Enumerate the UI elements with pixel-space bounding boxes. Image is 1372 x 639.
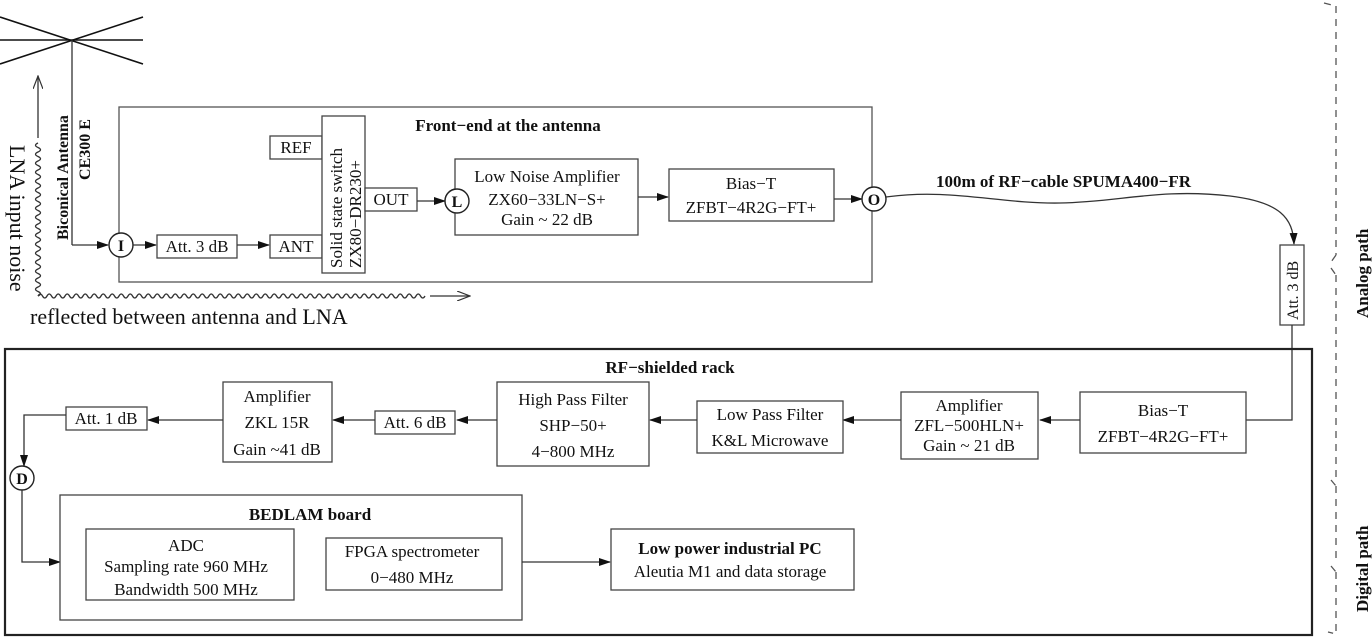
svg-text:Low Pass Filter: Low Pass Filter — [717, 405, 824, 424]
svg-text:Sampling rate 960 MHz: Sampling rate 960 MHz — [104, 557, 268, 576]
noise-path — [36, 76, 471, 298]
svg-text:Bias−T: Bias−T — [726, 174, 777, 193]
svg-text:ANT: ANT — [279, 237, 315, 256]
noise-horizontal-label: reflected between antenna and LNA — [30, 304, 348, 329]
svg-text:0−480 MHz: 0−480 MHz — [371, 568, 454, 587]
amplifier-zkl: Amplifier ZKL 15R Gain ~41 dB — [222, 381, 333, 463]
rf-cable — [885, 192, 1298, 245]
noise-vertical-label: LNA input noise — [5, 145, 30, 292]
frontend-title: Front−end at the antenna — [415, 116, 601, 135]
attenuator-1db: Att. 1 dB — [65, 406, 148, 431]
svg-text:ZX80−DR230+: ZX80−DR230+ — [346, 160, 365, 268]
node-l-label: L — [452, 194, 463, 211]
amplifier-zfl: Amplifier ZFL−500HLN+ Gain ~ 21 dB — [900, 391, 1039, 460]
svg-text:ADC: ADC — [168, 536, 204, 555]
port-out: OUT — [364, 187, 418, 212]
svg-text:Att. 6 dB: Att. 6 dB — [384, 413, 447, 432]
low-noise-amplifier: Low Noise Amplifier ZX60−33LN−S+ Gain ~ … — [454, 158, 639, 236]
svg-text:Gain ~ 21 dB: Gain ~ 21 dB — [923, 436, 1015, 455]
svg-text:Low power industrial PC: Low power industrial PC — [638, 539, 821, 558]
analog-path-label: Analog path — [1353, 228, 1372, 318]
svg-text:Gain ~41 dB: Gain ~41 dB — [233, 440, 321, 459]
svg-text:K&L Microwave: K&L Microwave — [712, 431, 829, 450]
analog-path-brace — [1323, 2, 1337, 480]
high-pass-filter: High Pass Filter SHP−50+ 4−800 MHz — [496, 381, 650, 467]
svg-text:I: I — [118, 238, 124, 255]
attenuator-6db: Att. 6 dB — [374, 410, 456, 435]
svg-text:ZFBT−4R2G−FT+: ZFBT−4R2G−FT+ — [686, 198, 817, 217]
rf-shielded-rack — [3, 347, 1314, 637]
node-o: O — [861, 186, 887, 212]
svg-text:ZFBT−4R2G−FT+: ZFBT−4R2G−FT+ — [1098, 427, 1229, 446]
biconical-antenna-icon — [0, 16, 144, 245]
svg-text:4−800 MHz: 4−800 MHz — [532, 442, 615, 461]
svg-text:Aleutia M1 and data storage: Aleutia M1 and data storage — [634, 562, 827, 581]
svg-text:O: O — [868, 192, 880, 209]
attenuator-3db-cable: Att. 3 dB — [1279, 244, 1305, 326]
svg-text:OUT: OUT — [374, 190, 410, 209]
rack-bias-t: Bias−T ZFBT−4R2G−FT+ — [1079, 391, 1247, 454]
port-ant: ANT — [269, 234, 323, 259]
cable-label: 100m of RF−cable SPUMA400−FR — [936, 172, 1192, 191]
svg-text:Gain ~ 22 dB: Gain ~ 22 dB — [501, 210, 593, 229]
svg-text:High Pass Filter: High Pass Filter — [518, 390, 628, 409]
low-pass-filter: Low Pass Filter K&L Microwave — [696, 400, 844, 454]
node-d: D — [9, 465, 35, 491]
svg-text:Att. 3 dB: Att. 3 dB — [1285, 261, 1302, 320]
node-i: I — [108, 232, 134, 258]
svg-text:FPGA spectrometer: FPGA spectrometer — [345, 542, 480, 561]
fpga-spectrometer: FPGA spectrometer 0−480 MHz — [325, 537, 503, 591]
antenna-model: CE300 E — [77, 119, 94, 180]
svg-text:ZX60−33LN−S+: ZX60−33LN−S+ — [488, 190, 606, 209]
svg-text:Att. 3 dB: Att. 3 dB — [166, 237, 229, 256]
svg-text:ZKL 15R: ZKL 15R — [244, 413, 310, 432]
digital-path-label: Digital path — [1353, 525, 1372, 612]
svg-text:REF: REF — [280, 138, 311, 157]
frontend-bias-t: Bias−T ZFBT−4R2G−FT+ — [668, 168, 835, 222]
svg-text:Att. 1 dB: Att. 1 dB — [75, 409, 138, 428]
svg-text:Low Noise Amplifier: Low Noise Amplifier — [474, 167, 620, 186]
svg-text:SHP−50+: SHP−50+ — [539, 416, 606, 435]
antenna-name: Biconical Antenna — [55, 115, 72, 240]
solid-state-switch: Solid state switch ZX80−DR230+ — [321, 115, 366, 274]
rack-title: RF−shielded rack — [605, 358, 735, 377]
bedlam-title: BEDLAM board — [249, 505, 372, 524]
attenuator-3db-input: Att. 3 dB — [156, 234, 238, 259]
svg-text:Bias−T: Bias−T — [1138, 401, 1189, 420]
adc-block: ADC Sampling rate 960 MHz Bandwidth 500 … — [85, 528, 295, 601]
svg-text:Solid state switch: Solid state switch — [327, 148, 346, 268]
svg-text:D: D — [16, 471, 28, 488]
port-ref: REF — [269, 135, 323, 160]
svg-text:Amplifier: Amplifier — [935, 396, 1002, 415]
digital-path-brace — [1327, 479, 1337, 635]
svg-text:Amplifier: Amplifier — [243, 387, 310, 406]
svg-text:ZFL−500HLN+: ZFL−500HLN+ — [914, 416, 1024, 435]
svg-text:Bandwidth 500 MHz: Bandwidth 500 MHz — [114, 580, 258, 599]
industrial-pc: Low power industrial PC Aleutia M1 and d… — [610, 528, 855, 591]
